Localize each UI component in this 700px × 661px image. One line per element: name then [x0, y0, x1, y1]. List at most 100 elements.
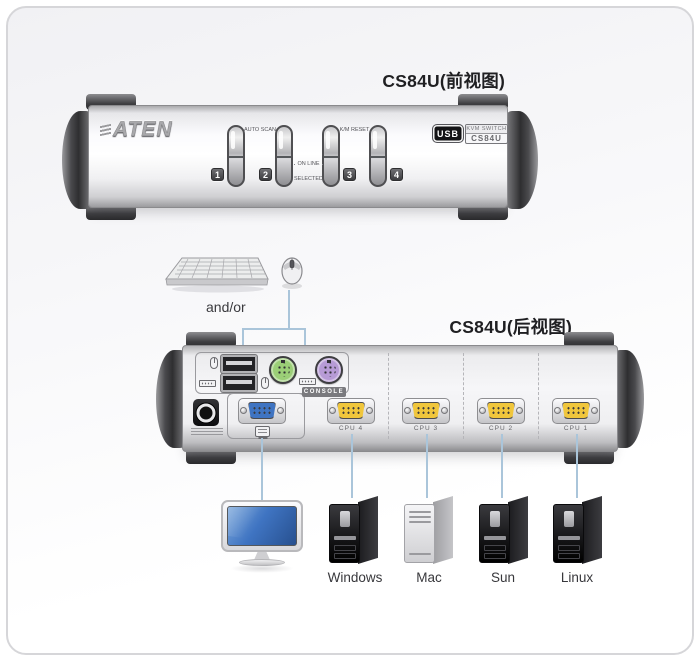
- sun-label: Sun: [490, 570, 516, 585]
- windows-label: Windows: [327, 570, 383, 585]
- vga-dsub: [487, 402, 515, 419]
- connector-line: [242, 328, 306, 330]
- windows-computer: [329, 496, 381, 566]
- tower-side: [508, 496, 528, 564]
- power-jack: [193, 399, 219, 426]
- cpu3-label: CPU 3: [413, 425, 439, 432]
- tower-side: [582, 496, 602, 564]
- tower-bay: [484, 553, 506, 559]
- mac-computer: [404, 496, 456, 566]
- tower-io-strip: [558, 536, 580, 540]
- console-badge: CONSOLE: [302, 387, 346, 397]
- front-device-body: ATEN 1 2 3 4 AUTO SCAN K/M RESET ON LINE…: [88, 105, 508, 208]
- keyboard-icon: [199, 380, 216, 387]
- vga-screw: [554, 407, 561, 414]
- sun-computer: [479, 496, 531, 566]
- tower-drive: [564, 511, 574, 527]
- connector-line-monitor: [261, 438, 263, 502]
- vga-screw: [329, 407, 336, 414]
- cpu2-label: CPU 2: [488, 425, 514, 432]
- connector-line-sun: [501, 434, 503, 498]
- connector-line: [304, 328, 306, 354]
- aten-logo: ATEN: [113, 118, 173, 141]
- power-label-marks: [191, 428, 223, 436]
- vga-screw: [366, 407, 373, 414]
- front-device-foot: [458, 204, 508, 220]
- auto-scan-label: AUTO SCAN: [244, 127, 276, 133]
- connector-line: [242, 328, 244, 354]
- rear-device-right-cap: [614, 350, 644, 448]
- monitor-shadow: [230, 564, 294, 573]
- tower-vent: [409, 521, 431, 523]
- tower-drive: [490, 511, 500, 527]
- linux-computer: [553, 496, 605, 566]
- rear-device-foot: [564, 332, 614, 348]
- vga-dsub: [337, 402, 365, 419]
- front-view-title: CS84U(前视图): [382, 71, 505, 91]
- monitor-base: [239, 559, 285, 566]
- connector-line-mac: [426, 434, 428, 498]
- linux-label: Linux: [560, 570, 594, 585]
- tower-bay: [334, 545, 356, 551]
- port-button-2: [275, 125, 293, 187]
- vga-screw: [404, 407, 411, 414]
- tower-front: [553, 504, 584, 563]
- connector-line-linux: [576, 434, 578, 498]
- dash-line: [321, 163, 323, 165]
- keyboard-icon: [299, 378, 316, 385]
- port-button-4: [369, 125, 387, 187]
- ps2-mouse-port: [315, 356, 343, 384]
- selected-label: SELECTED: [293, 176, 324, 182]
- cpu3-vga-port: [402, 398, 450, 424]
- tower-side: [433, 496, 453, 564]
- rear-device-foot: [186, 332, 236, 348]
- port-button-3: [322, 125, 340, 187]
- keyboard-icon: [164, 257, 269, 293]
- tower-side: [358, 496, 378, 564]
- cpu4-label: CPU 4: [338, 425, 364, 432]
- vga-screw: [277, 407, 284, 414]
- vga-screw: [240, 407, 247, 414]
- rear-device-left-cap: [156, 350, 186, 448]
- console-vga-port: [238, 398, 286, 424]
- cpu4-vga-port: [327, 398, 375, 424]
- tower-bay: [334, 553, 356, 559]
- and-or-label: and/or: [206, 299, 246, 315]
- tower-io-strip: [334, 536, 356, 540]
- vga-dsub: [412, 402, 440, 419]
- monitor: [221, 500, 303, 552]
- vga-dsub: [562, 402, 590, 419]
- model-badge: KVM SWITCH CS84U: [465, 124, 508, 144]
- front-device-foot: [86, 204, 136, 220]
- section-separator: [538, 353, 539, 439]
- tower-bay: [558, 553, 580, 559]
- vga-screw: [516, 407, 523, 414]
- ps2-keyboard-port: [269, 356, 297, 384]
- tower-io-strip: [484, 536, 506, 540]
- km-reset-label: K/M RESET: [339, 127, 370, 133]
- model-badge-line1: KVM SWITCH: [466, 125, 507, 134]
- monitor-screen: [227, 506, 297, 546]
- mac-label: Mac: [416, 570, 442, 585]
- rear-view-title: CS84U(后视图): [449, 317, 572, 337]
- model-badge-line2: CS84U: [471, 134, 502, 143]
- mouse-icon: [210, 357, 218, 369]
- tower-drive: [340, 511, 350, 527]
- rear-device-body: CONSOLE CPU 4 CPU 3: [182, 345, 618, 452]
- tower-front: [479, 504, 510, 563]
- monitor-neck: [254, 552, 270, 560]
- console-usb-port-2: [221, 374, 257, 392]
- port-number-badge-3: 3: [343, 168, 356, 181]
- tower-vent: [409, 553, 431, 555]
- tower-bay: [558, 545, 580, 551]
- tower-front: [404, 504, 435, 563]
- cpu2-vga-port: [477, 398, 525, 424]
- port-button-1: [227, 125, 245, 187]
- tower-vent: [409, 516, 431, 518]
- mouse-icon: [281, 257, 303, 289]
- usb-logo-badge: USB: [433, 125, 463, 142]
- dash-line: [294, 163, 296, 165]
- cpu1-vga-port: [552, 398, 600, 424]
- port-number-badge-1: 1: [211, 168, 224, 181]
